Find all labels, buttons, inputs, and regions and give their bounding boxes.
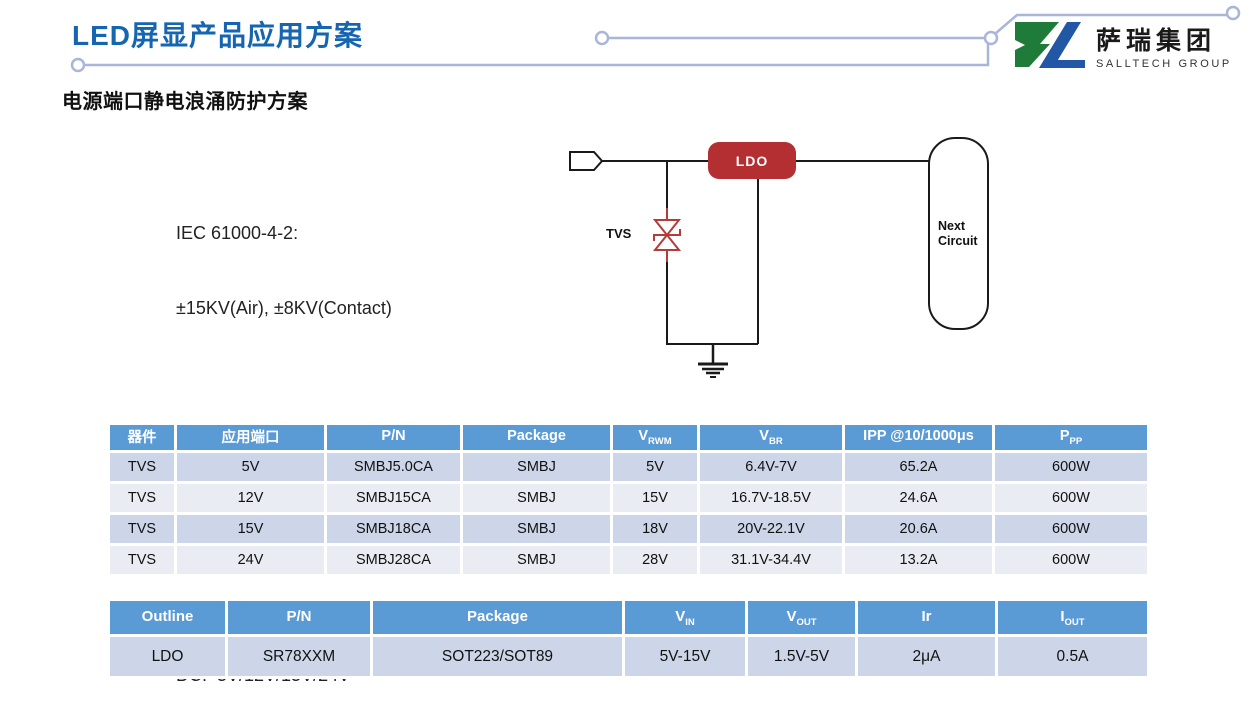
tvs-table-header: Package bbox=[463, 425, 613, 453]
table-cell: TVS bbox=[110, 484, 177, 515]
table-cell: 24.6A bbox=[845, 484, 995, 515]
table-cell: 20.6A bbox=[845, 515, 995, 546]
table-row: TVS 24V SMBJ28CA SMBJ 28V 31.1V-34.4V 13… bbox=[110, 546, 1147, 577]
ground-icon bbox=[698, 344, 728, 378]
table-cell: SMBJ bbox=[463, 484, 613, 515]
tvs-table-header: 器件 bbox=[110, 425, 177, 453]
logo-mark-icon bbox=[1015, 22, 1085, 68]
table-cell: 5V bbox=[613, 453, 700, 484]
table-cell: 600W bbox=[995, 515, 1147, 546]
section-title: 电源端口静电浪涌防护方案 bbox=[62, 91, 308, 113]
table-cell: TVS bbox=[110, 546, 177, 577]
table-cell: 28V bbox=[613, 546, 700, 577]
page-title: LED屏显产品应用方案 bbox=[72, 20, 364, 51]
tvs-table-header: IPP @10/1000μs bbox=[845, 425, 995, 453]
table-cell: 0.5A bbox=[998, 637, 1147, 679]
table-cell: 5V bbox=[177, 453, 327, 484]
table-cell: TVS bbox=[110, 453, 177, 484]
circuit-wires bbox=[569, 151, 930, 378]
ldo-table-header: P/N bbox=[228, 601, 373, 637]
table-cell: 18V bbox=[613, 515, 700, 546]
table-cell: SMBJ15CA bbox=[327, 484, 463, 515]
tvs-table-header: 应用端口 bbox=[177, 425, 327, 453]
table-cell: 15V bbox=[177, 515, 327, 546]
table-cell: 13.2A bbox=[845, 546, 995, 577]
esd-spec-value: ±15KV(Air), ±8KV(Contact) bbox=[176, 298, 392, 318]
next-circuit-block: Next Circuit bbox=[928, 137, 989, 330]
table-cell: 2μA bbox=[858, 637, 998, 679]
table-cell: SMBJ bbox=[463, 515, 613, 546]
table-cell: 6.4V-7V bbox=[700, 453, 845, 484]
table-cell: SMBJ18CA bbox=[327, 515, 463, 546]
table-cell: SR78XXM bbox=[228, 637, 373, 679]
ldo-table-header: IOUT bbox=[998, 601, 1147, 637]
table-cell: 65.2A bbox=[845, 453, 995, 484]
table-cell: SMBJ bbox=[463, 546, 613, 577]
input-connector-icon bbox=[569, 151, 604, 171]
ldo-table-header-row: Outline P/N Package VIN VOUT Ir IOUT bbox=[110, 601, 1147, 637]
tvs-table: 器件 应用端口 P/N Package VRWM VBR IPP @10/100… bbox=[110, 425, 1147, 577]
table-cell: SMBJ5.0CA bbox=[327, 453, 463, 484]
table-cell: 16.7V-18.5V bbox=[700, 484, 845, 515]
logo-subname: SALLTECH GROUP bbox=[1096, 57, 1232, 70]
table-cell: 1.5V-5V bbox=[748, 637, 858, 679]
ldo-block: LDO bbox=[708, 142, 796, 179]
ldo-table-header: Ir bbox=[858, 601, 998, 637]
circuit-trace-decoration bbox=[70, 5, 1241, 73]
logo: 萨瑞集团 SALLTECH GROUP bbox=[1013, 20, 1232, 70]
table-cell: LDO bbox=[110, 637, 228, 679]
logo-text: 萨瑞集团 SALLTECH GROUP bbox=[1096, 21, 1232, 70]
table-cell: 31.1V-34.4V bbox=[700, 546, 845, 577]
tvs-table-header: VRWM bbox=[613, 425, 700, 453]
logo-name: 萨瑞集团 bbox=[1096, 26, 1217, 55]
table-cell: 5V-15V bbox=[625, 637, 748, 679]
table-cell: 12V bbox=[177, 484, 327, 515]
ldo-table-header: VOUT bbox=[748, 601, 858, 637]
tvs-label: TVS bbox=[606, 226, 632, 241]
table-cell: SOT223/SOT89 bbox=[373, 637, 625, 679]
table-cell: 600W bbox=[995, 484, 1147, 515]
ldo-table: Outline P/N Package VIN VOUT Ir IOUT LDO… bbox=[110, 601, 1147, 679]
next-circuit-line1: Next bbox=[938, 218, 966, 233]
table-row: TVS 12V SMBJ15CA SMBJ 15V 16.7V-18.5V 24… bbox=[110, 484, 1147, 515]
table-row: TVS 15V SMBJ18CA SMBJ 18V 20V-22.1V 20.6… bbox=[110, 515, 1147, 546]
tvs-diode-icon bbox=[652, 208, 682, 262]
tvs-table-header: P/N bbox=[327, 425, 463, 453]
table-cell: 600W bbox=[995, 453, 1147, 484]
ldo-table-header: Outline bbox=[110, 601, 228, 637]
ldo-table-header: Package bbox=[373, 601, 625, 637]
tvs-table-header: VBR bbox=[700, 425, 845, 453]
circuit-diagram: LDO TVS Next Circuit bbox=[550, 120, 1015, 400]
tvs-table-header: PPP bbox=[995, 425, 1147, 453]
ldo-table-header: VIN bbox=[625, 601, 748, 637]
table-cell: 15V bbox=[613, 484, 700, 515]
table-cell: SMBJ bbox=[463, 453, 613, 484]
esd-spec: IEC 61000-4-2: ±15KV(Air), ±8KV(Contact) bbox=[176, 171, 406, 371]
table-cell: 600W bbox=[995, 546, 1147, 577]
table-cell: 20V-22.1V bbox=[700, 515, 845, 546]
table-cell: SMBJ28CA bbox=[327, 546, 463, 577]
next-circuit-line2: Circuit bbox=[938, 233, 978, 248]
tvs-table-header-row: 器件 应用端口 P/N Package VRWM VBR IPP @10/100… bbox=[110, 425, 1147, 453]
esd-spec-title: IEC 61000-4-2: bbox=[176, 223, 299, 243]
table-cell: TVS bbox=[110, 515, 177, 546]
table-cell: 24V bbox=[177, 546, 327, 577]
table-row: LDO SR78XXM SOT223/SOT89 5V-15V 1.5V-5V … bbox=[110, 637, 1147, 679]
table-row: TVS 5V SMBJ5.0CA SMBJ 5V 6.4V-7V 65.2A 6… bbox=[110, 453, 1147, 484]
